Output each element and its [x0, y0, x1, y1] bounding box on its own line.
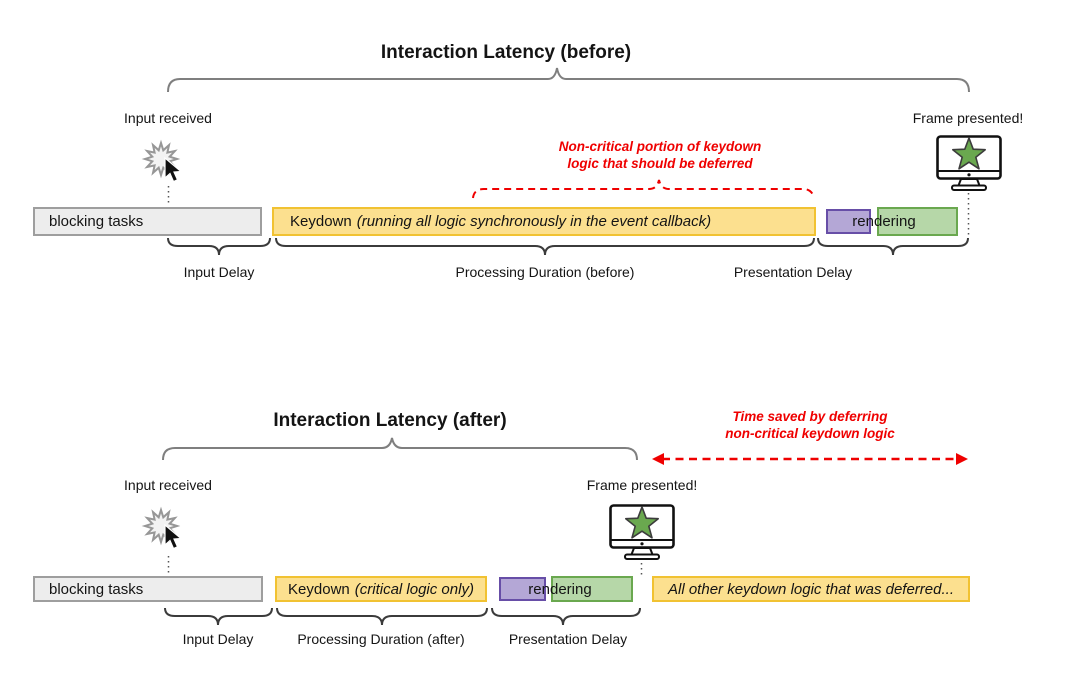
- bar-keydown-after: Keydown (critical logic only): [275, 576, 487, 602]
- annotation-line-2: logic that should be deferred: [567, 156, 753, 171]
- annotation-line-1: Time saved by deferring: [732, 409, 888, 424]
- frame-presented-label-after: Frame presented!: [586, 477, 698, 493]
- frame-presented-label-before: Frame presented!: [912, 110, 1024, 126]
- rendering-label-before: rendering: [852, 213, 916, 230]
- bar-label-detail: (running all logic synchronously in the …: [356, 213, 712, 230]
- bar-label: blocking tasks: [49, 580, 144, 598]
- input-delay-label-after: Input Delay: [182, 631, 254, 647]
- bar-label: Keydown: [290, 213, 352, 230]
- bar-label: blocking tasks: [49, 213, 144, 230]
- input-received-label-before: Input received: [124, 110, 212, 126]
- bar-paint-after: [551, 576, 633, 602]
- annotation-line-1: Non-critical portion of keydown: [558, 139, 762, 154]
- bar-paint-before: [877, 207, 958, 236]
- bar-label: Keydown: [288, 580, 350, 598]
- input-received-label-after: Input received: [124, 477, 212, 493]
- bar-style-layout-after: [499, 577, 546, 601]
- annotation-line-2: non-critical keydown logic: [725, 426, 895, 441]
- title-before: Interaction Latency (before): [380, 42, 632, 63]
- bar-label-detail: (critical logic only): [354, 580, 474, 598]
- title-after: Interaction Latency (after): [273, 410, 507, 431]
- processing-duration-label-before: Processing Duration (before): [455, 264, 635, 280]
- bar-blocking-tasks-before: blocking tasks: [33, 207, 262, 236]
- bar-keydown-before: Keydown (running all logic synchronously…: [272, 207, 816, 236]
- bar-label: All other keydown logic that was deferre…: [668, 580, 954, 598]
- bar-style-layout-before: [826, 209, 871, 234]
- bar-blocking-tasks-after: blocking tasks: [33, 576, 263, 602]
- bar-deferred-keydown-logic: All other keydown logic that was deferre…: [652, 576, 970, 602]
- presentation-delay-label-after: Presentation Delay: [508, 631, 628, 647]
- annotation-time-saved: Time saved by deferring non-critical key…: [660, 408, 960, 442]
- rendering-label-after: rendering: [528, 580, 592, 598]
- input-delay-label-before: Input Delay: [183, 264, 255, 280]
- annotation-noncritical: Non-critical portion of keydown logic th…: [505, 138, 815, 172]
- presentation-delay-label-before: Presentation Delay: [733, 264, 853, 280]
- processing-duration-label-after: Processing Duration (after): [297, 631, 465, 647]
